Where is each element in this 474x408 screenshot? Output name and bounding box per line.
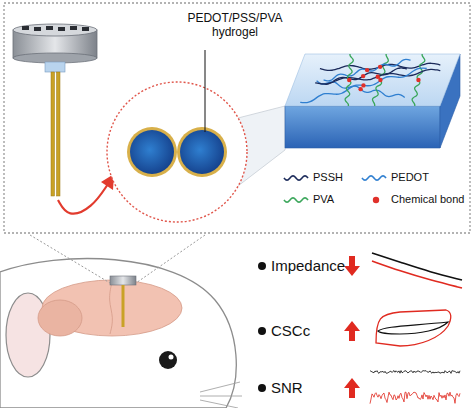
decrease-arrow bbox=[344, 256, 360, 276]
chemical-bond-dot bbox=[347, 78, 351, 82]
metric-label: Impedance bbox=[271, 257, 345, 274]
legend-text: Chemical bond bbox=[391, 193, 464, 206]
metric-label: SNR bbox=[271, 379, 303, 396]
whisker bbox=[200, 396, 242, 397]
noise-trace bbox=[370, 371, 460, 374]
contact-pad bbox=[46, 26, 53, 30]
polymer-chain bbox=[412, 52, 425, 108]
increase-arrow bbox=[344, 321, 360, 341]
legend-text: PSSH bbox=[313, 171, 343, 184]
contact-pad bbox=[58, 27, 65, 31]
probe-cap-bottom bbox=[13, 53, 97, 63]
zoom-guide bbox=[136, 235, 205, 283]
chemical-bond-dot bbox=[358, 87, 362, 91]
chemical-bond-dot bbox=[376, 75, 380, 79]
chemical-bond-dot bbox=[378, 65, 382, 69]
zoom-guide bbox=[30, 235, 110, 283]
bullet bbox=[258, 327, 266, 335]
legend-line-sample bbox=[284, 176, 308, 180]
electrode-rim bbox=[127, 127, 177, 177]
chemical-bond-dot bbox=[361, 83, 365, 87]
cv-loop bbox=[378, 322, 448, 334]
bullet bbox=[258, 262, 266, 270]
probe-device bbox=[13, 24, 97, 196]
brain-fissure bbox=[110, 282, 113, 334]
metric-label: CSCc bbox=[271, 322, 310, 339]
hydrogel-coating bbox=[180, 130, 224, 174]
magnified-view bbox=[107, 82, 247, 222]
slab-front bbox=[285, 106, 440, 148]
implanted-probe-cap bbox=[110, 276, 136, 285]
contact-pad bbox=[82, 27, 89, 31]
chemical-bond-dot bbox=[416, 78, 420, 82]
polymer-network bbox=[300, 52, 440, 108]
legend-line-sample bbox=[362, 176, 386, 180]
polymer-chain bbox=[320, 63, 440, 70]
polymer-chain bbox=[345, 52, 353, 108]
probe-cap-top bbox=[13, 24, 97, 36]
whisker bbox=[200, 400, 238, 408]
impedance-curve bbox=[372, 261, 462, 288]
legend-dot-sample bbox=[373, 197, 379, 203]
contact-pad bbox=[22, 26, 29, 30]
callout-label: PEDOT/PSS/PVA hydrogel bbox=[180, 12, 290, 40]
legend-line-sample bbox=[284, 198, 308, 202]
electrode-rim bbox=[177, 127, 227, 177]
signal-trace bbox=[370, 392, 460, 404]
chemical-bond-dot bbox=[361, 74, 365, 78]
hydrogel-coating bbox=[130, 130, 174, 174]
increase-arrow bbox=[344, 378, 360, 398]
probe-base bbox=[45, 62, 65, 72]
bullet bbox=[258, 384, 266, 392]
polymer-chain bbox=[372, 52, 389, 108]
cv-loop bbox=[376, 310, 451, 346]
legend-text: PVA bbox=[313, 193, 334, 206]
hydrogel-slab bbox=[285, 52, 460, 148]
electrode-pin bbox=[51, 72, 55, 196]
contact-pad bbox=[70, 26, 77, 30]
mouse-eye bbox=[159, 351, 177, 369]
mouse bbox=[0, 259, 242, 408]
electrode-pin bbox=[57, 72, 61, 196]
mouse-head bbox=[0, 259, 236, 408]
panel-frame bbox=[4, 3, 470, 233]
leader-line bbox=[205, 50, 206, 132]
chemical-bond-dot bbox=[365, 68, 369, 72]
polymer-chain bbox=[300, 68, 427, 103]
cerebellum bbox=[38, 300, 82, 336]
implanted-pin bbox=[122, 285, 125, 327]
whisker bbox=[200, 382, 240, 392]
contact-pad bbox=[34, 27, 41, 31]
zoom-arrow bbox=[58, 184, 108, 214]
eye-highlight bbox=[169, 355, 174, 360]
legend-text: PEDOT bbox=[391, 171, 429, 184]
